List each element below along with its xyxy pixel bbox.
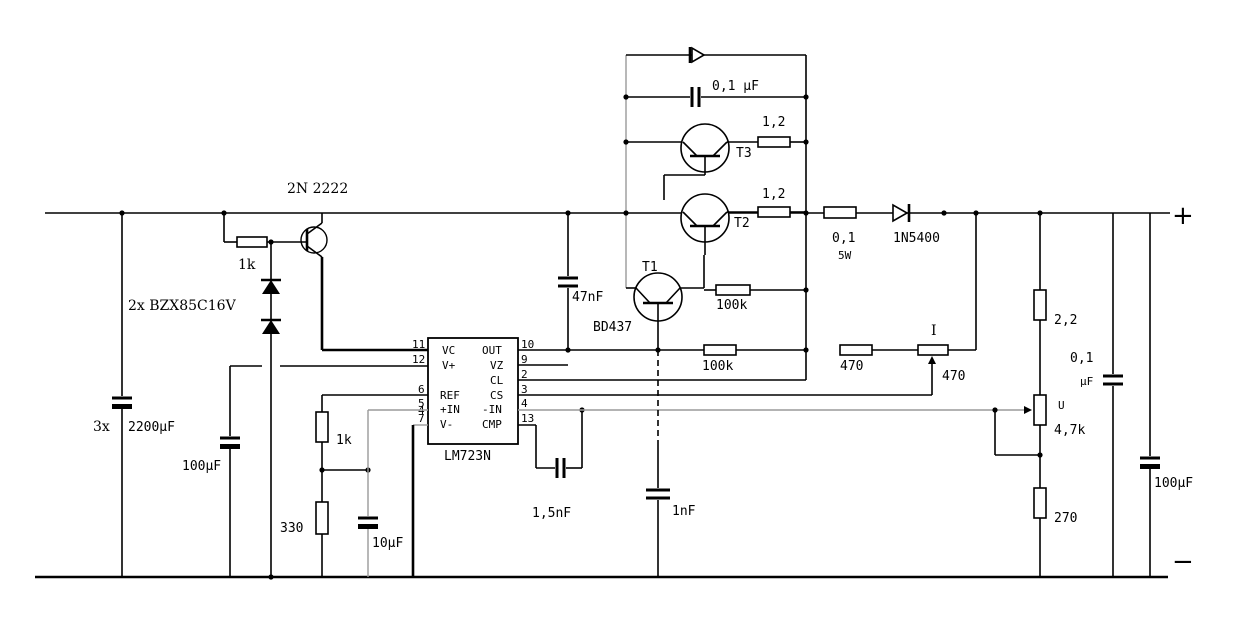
diode-1n5400 (892, 203, 911, 223)
zener-label: 2x BZX85C16V (128, 298, 237, 314)
bypass-diode (626, 46, 806, 64)
pin-cl: CL (490, 374, 504, 387)
r-ref-top-label: 1k (336, 433, 352, 448)
r-ref-bot-label: 330 (280, 521, 303, 536)
pin-num-5: 5 (418, 397, 425, 410)
c-ref-label: 10µF (372, 536, 403, 551)
t1-ref-label: T1 (642, 260, 658, 275)
pin-ref: REF (440, 389, 460, 402)
r-470-label: 470 (840, 359, 863, 374)
c-out-01-label: 0,1 (1070, 351, 1093, 366)
t2-ref-label: T2 (734, 216, 750, 231)
c-1n-label: 1nF (672, 504, 696, 519)
minus-label: − (1172, 547, 1194, 577)
ref-inp-wire (358, 409, 428, 577)
input-capacitor (112, 210, 132, 577)
ic-label: LM723N (444, 449, 491, 464)
r-12-a (757, 136, 806, 148)
input-cap-label: 2200µF (128, 420, 175, 435)
cap-1nf (646, 350, 670, 577)
right-bus (803, 55, 809, 380)
pot-u-val-label: 4,7k (1054, 423, 1085, 438)
pin-inn: -IN (482, 403, 502, 416)
r-100k-a-label: 100k (716, 298, 747, 313)
d-out-label: 1N5400 (893, 231, 940, 246)
zener-cap-label: 100µF (182, 459, 221, 474)
lm723-ic (427, 337, 519, 445)
c-47-label: 47nF (572, 290, 603, 305)
pot-i-val-label: 470 (942, 369, 965, 384)
zener-pair (261, 242, 281, 580)
r-100k-b (703, 344, 737, 356)
pot-i-label: I (931, 323, 937, 339)
out-cap-01 (1103, 213, 1123, 577)
r-12-a-label: 1,2 (762, 115, 785, 130)
pin-vminus: V- (440, 418, 453, 431)
pin-num-6: 6 (418, 383, 425, 396)
input-cap-count: 3x (93, 419, 110, 435)
r-12-b (757, 206, 806, 218)
cap-47nf (558, 210, 578, 350)
r-470 (839, 344, 918, 356)
pin-cs: CS (490, 389, 503, 402)
pin-cmp: CMP (482, 418, 502, 431)
q-2n2222-label: 2N 2222 (287, 181, 348, 197)
out-divider (992, 213, 1047, 577)
left-bus (623, 55, 636, 289)
pin-out: OUT (482, 344, 502, 357)
plus-label: + (1172, 201, 1194, 231)
t1-type-label: BD437 (593, 320, 632, 335)
r-base-1k (221, 210, 307, 248)
ref-divider (315, 394, 428, 577)
pin-num-10: 10 (521, 338, 534, 351)
out-cap-100 (1140, 213, 1160, 577)
pot-u-label: U (1058, 399, 1065, 412)
pin-vz: VZ (490, 359, 504, 372)
pin-num-4b: 4 (521, 397, 528, 410)
r-270-label: 270 (1054, 511, 1077, 526)
r-shunt-power-label: 5W (838, 249, 852, 262)
c-comp-label: 1,5nF (532, 506, 571, 521)
c-01-top-label: 0,1 µF (712, 79, 759, 94)
zener-capacitor (220, 365, 262, 577)
pin-num-2: 2 (521, 368, 528, 381)
r-100k-a (704, 284, 809, 296)
pin-num-9: 9 (521, 353, 528, 366)
pin-vplus: V+ (442, 359, 456, 372)
transistor-t1 (633, 255, 705, 350)
vminus-wire (411, 424, 428, 577)
pin-num-13: 13 (521, 412, 534, 425)
q-2n2222 (300, 213, 328, 350)
c-out-100-label: 100µF (1154, 476, 1193, 491)
pin-inp: +IN (440, 403, 460, 416)
pin-vc: VC (442, 344, 455, 357)
transistor-t2 (680, 193, 758, 255)
pin-num-12: 12 (412, 353, 425, 366)
pin-num-7: 7 (418, 412, 425, 425)
r-12-b-label: 1,2 (762, 187, 785, 202)
r-base-label: 1k (238, 257, 256, 273)
r-100k-b-label: 100k (702, 359, 733, 374)
r-22-label: 2,2 (1054, 313, 1077, 328)
pot-i (917, 213, 977, 395)
t3-ref-label: T3 (736, 146, 752, 161)
pin-num-3: 3 (521, 383, 528, 396)
pin-num-11: 11 (412, 338, 425, 351)
r-shunt-label: 0,1 (832, 231, 855, 246)
r-shunt (823, 206, 857, 219)
transistor-t3 (626, 123, 758, 200)
cap-01-top (626, 87, 806, 107)
c-out-01-unit-label: µF (1080, 375, 1093, 388)
